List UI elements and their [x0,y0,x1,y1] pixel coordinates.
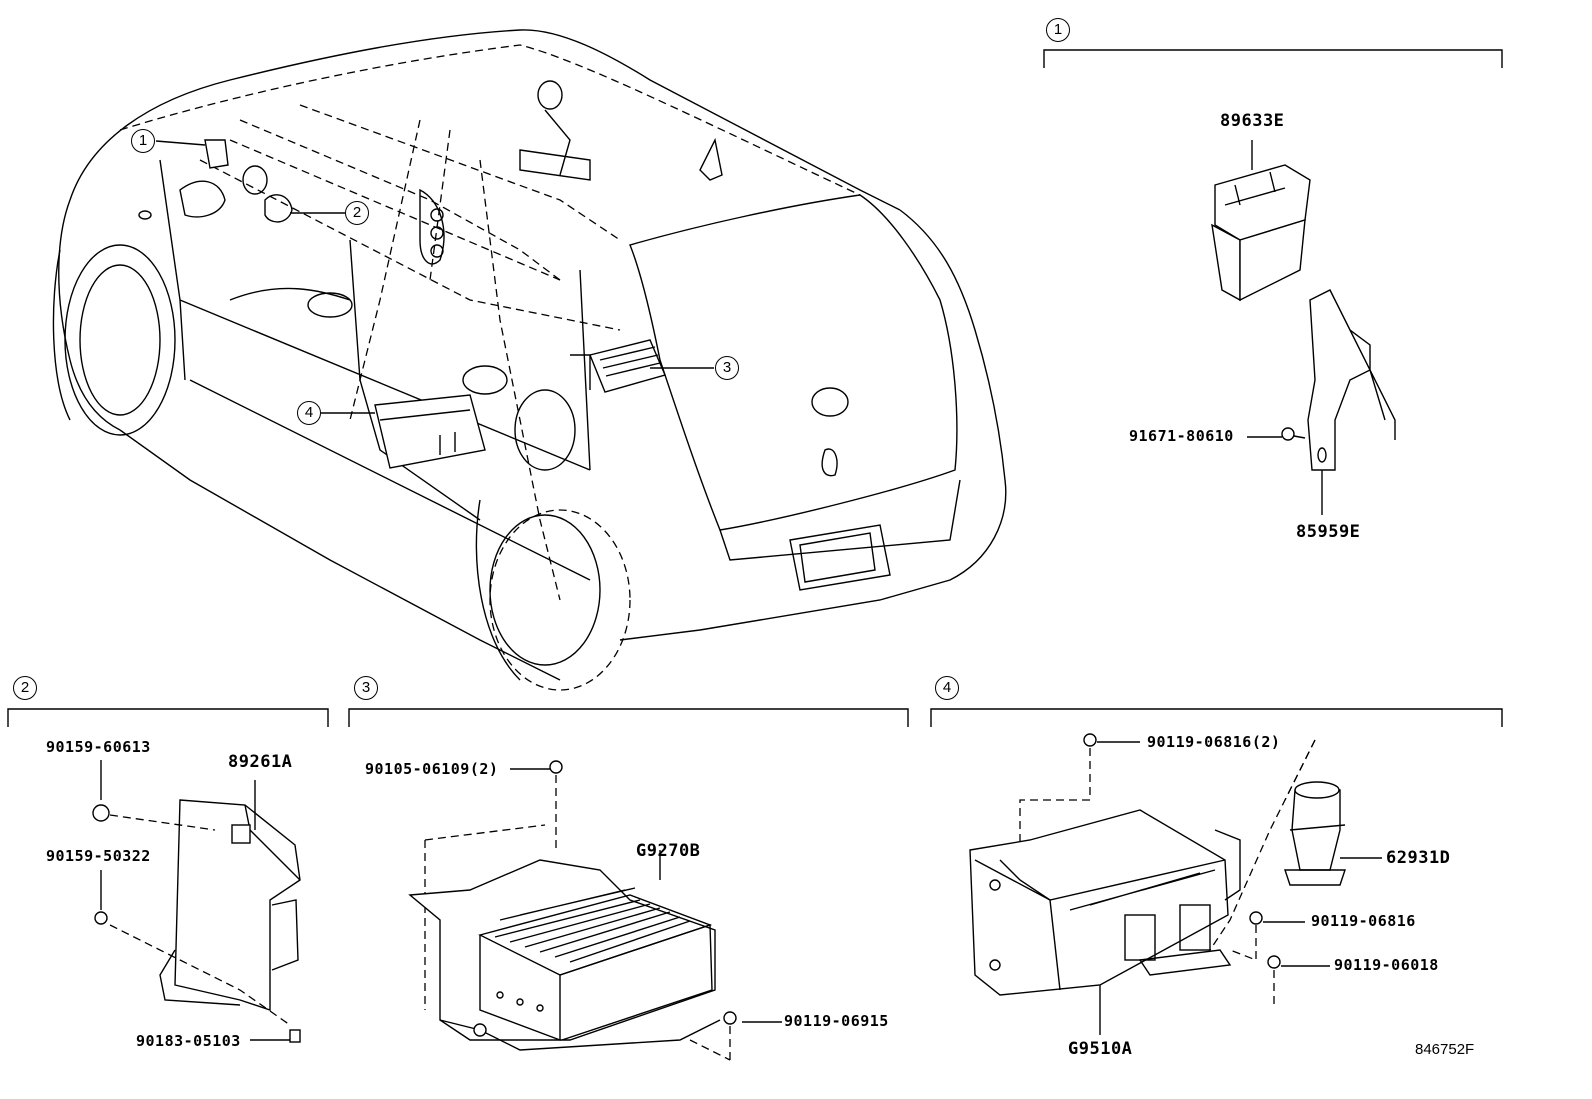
group-3-marker: 3 [354,676,378,700]
callout-4: 4 [297,401,321,425]
car-illustration [52,29,1007,691]
group-4-marker: 4 [935,676,959,700]
callout-3: 3 [715,356,739,380]
part-label-90119-06018: 90119-06018 [1334,956,1439,974]
part-label-90119-06816: 90119-06816 [1311,912,1416,930]
group-4-parts [969,733,1382,1035]
part-label-85959E: 85959E [1296,522,1361,542]
group-1-marker: 1 [1046,18,1070,42]
part-label-89261A: 89261A [228,752,293,772]
part-label-90159-50322: 90159-50322 [46,847,151,865]
group-3-parts [408,760,782,1065]
group-2-marker: 2 [13,676,37,700]
group-2-parts [92,760,301,1043]
part-label-90119-06915: 90119-06915 [784,1012,889,1030]
part-label-91671-80610: 91671-80610 [1129,427,1234,445]
part-label-89633E: 89633E [1220,111,1285,131]
part-label-90183-05103: 90183-05103 [136,1032,241,1050]
part-label-G9510A: G9510A [1068,1039,1133,1059]
group-4-bracket [930,708,1503,727]
part-label-G9270B: G9270B [636,841,701,861]
callout-1: 1 [131,129,155,153]
callout-2: 2 [345,201,369,225]
diagram-reference-number: 846752F [1415,1041,1475,1058]
group-1-parts [1211,140,1396,515]
part-label-90159-60613: 90159-60613 [46,738,151,756]
part-label-62931D: 62931D [1386,848,1451,868]
part-label-90105-06109: 90105-06109(2) [365,760,499,778]
part-label-90119-06816-2: 90119-06816(2) [1147,733,1281,751]
group-2-bracket [7,708,329,727]
group-1-bracket [1043,49,1503,68]
group-3-bracket [348,708,909,727]
